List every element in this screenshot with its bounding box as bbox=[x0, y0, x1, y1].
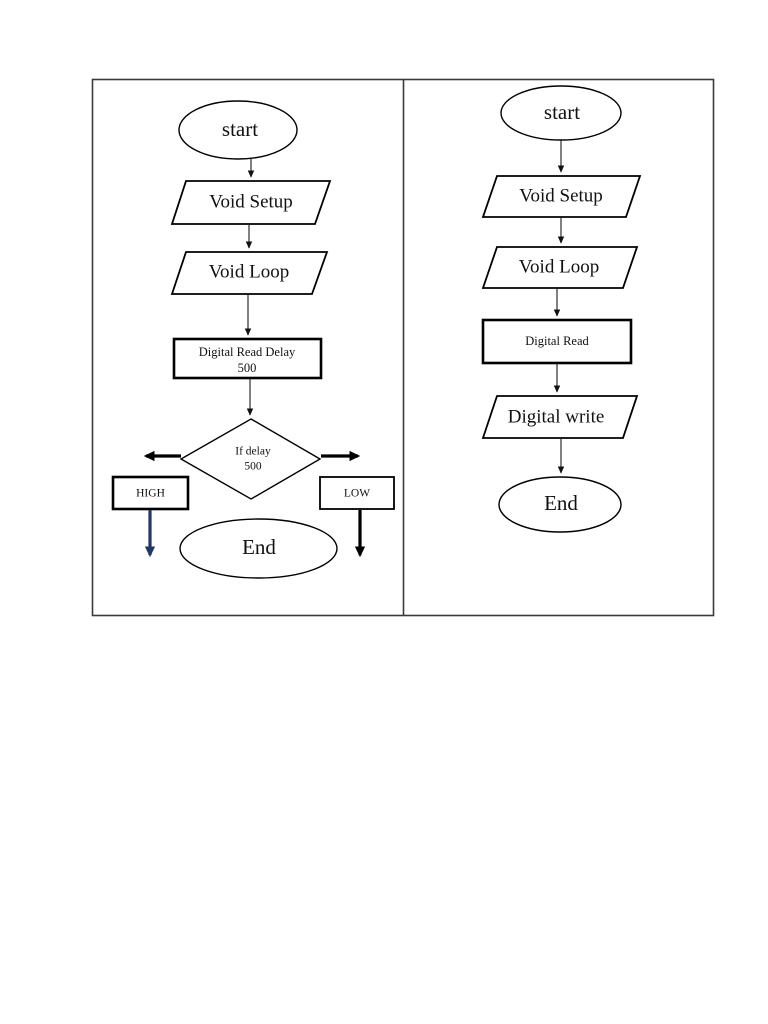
left-flowchart: start Void Setup Void Loop Digital Rea bbox=[111, 100, 395, 579]
right-flowchart: start Void Setup Void Loop Digital Rea bbox=[481, 85, 642, 533]
node-label-line2: 500 bbox=[238, 361, 257, 375]
node-void-setup-right[interactable]: Void Setup bbox=[481, 175, 642, 218]
node-void-loop-left[interactable]: Void Loop bbox=[170, 251, 329, 295]
parallelogram-shape bbox=[170, 251, 329, 295]
node-label-line1: If delay bbox=[235, 446, 271, 458]
node-label: Void Setup bbox=[209, 191, 293, 212]
node-label: Digital write bbox=[508, 406, 605, 427]
node-label: Void Loop bbox=[209, 261, 289, 282]
node-label: Digital Read bbox=[525, 334, 589, 348]
node-end-left[interactable]: End bbox=[179, 518, 338, 579]
node-label: LOW bbox=[344, 488, 370, 500]
parallelogram-shape bbox=[481, 175, 642, 218]
rectangle-shape bbox=[481, 318, 633, 365]
ellipse-shape bbox=[498, 476, 622, 533]
rectangle-shape bbox=[319, 476, 395, 510]
node-label: start bbox=[544, 100, 580, 124]
node-high[interactable]: HIGH bbox=[111, 475, 190, 511]
node-label: End bbox=[544, 491, 578, 515]
node-label: Void Setup bbox=[519, 185, 603, 206]
parallelogram-shape bbox=[481, 246, 639, 289]
node-low[interactable]: LOW bbox=[319, 476, 395, 510]
node-void-loop-right[interactable]: Void Loop bbox=[481, 246, 639, 289]
node-end-right[interactable]: End bbox=[498, 476, 622, 533]
rectangle-shape bbox=[172, 337, 323, 380]
node-label: HIGH bbox=[136, 488, 165, 500]
ellipse-shape bbox=[178, 100, 298, 160]
node-start-left[interactable]: start bbox=[178, 100, 298, 160]
parallelogram-shape bbox=[481, 395, 639, 439]
node-start-right[interactable]: start bbox=[500, 85, 622, 141]
node-label: Void Loop bbox=[519, 256, 599, 277]
node-condition-if-delay[interactable]: If delay 500 bbox=[179, 418, 322, 500]
diamond-shape bbox=[179, 418, 322, 500]
node-digital-read[interactable]: Digital Read bbox=[481, 318, 633, 365]
node-label-line2: 500 bbox=[244, 461, 262, 473]
ellipse-shape bbox=[179, 518, 338, 579]
node-digital-read-delay[interactable]: Digital Read Delay 500 bbox=[172, 337, 323, 380]
node-label: End bbox=[242, 535, 276, 559]
node-label: start bbox=[222, 117, 258, 141]
node-digital-write[interactable]: Digital write bbox=[481, 395, 639, 439]
rectangle-shape bbox=[111, 475, 190, 511]
node-label-line1: Digital Read Delay bbox=[199, 345, 296, 359]
parallelogram-shape bbox=[170, 180, 332, 225]
node-void-setup-left[interactable]: Void Setup bbox=[170, 180, 332, 225]
